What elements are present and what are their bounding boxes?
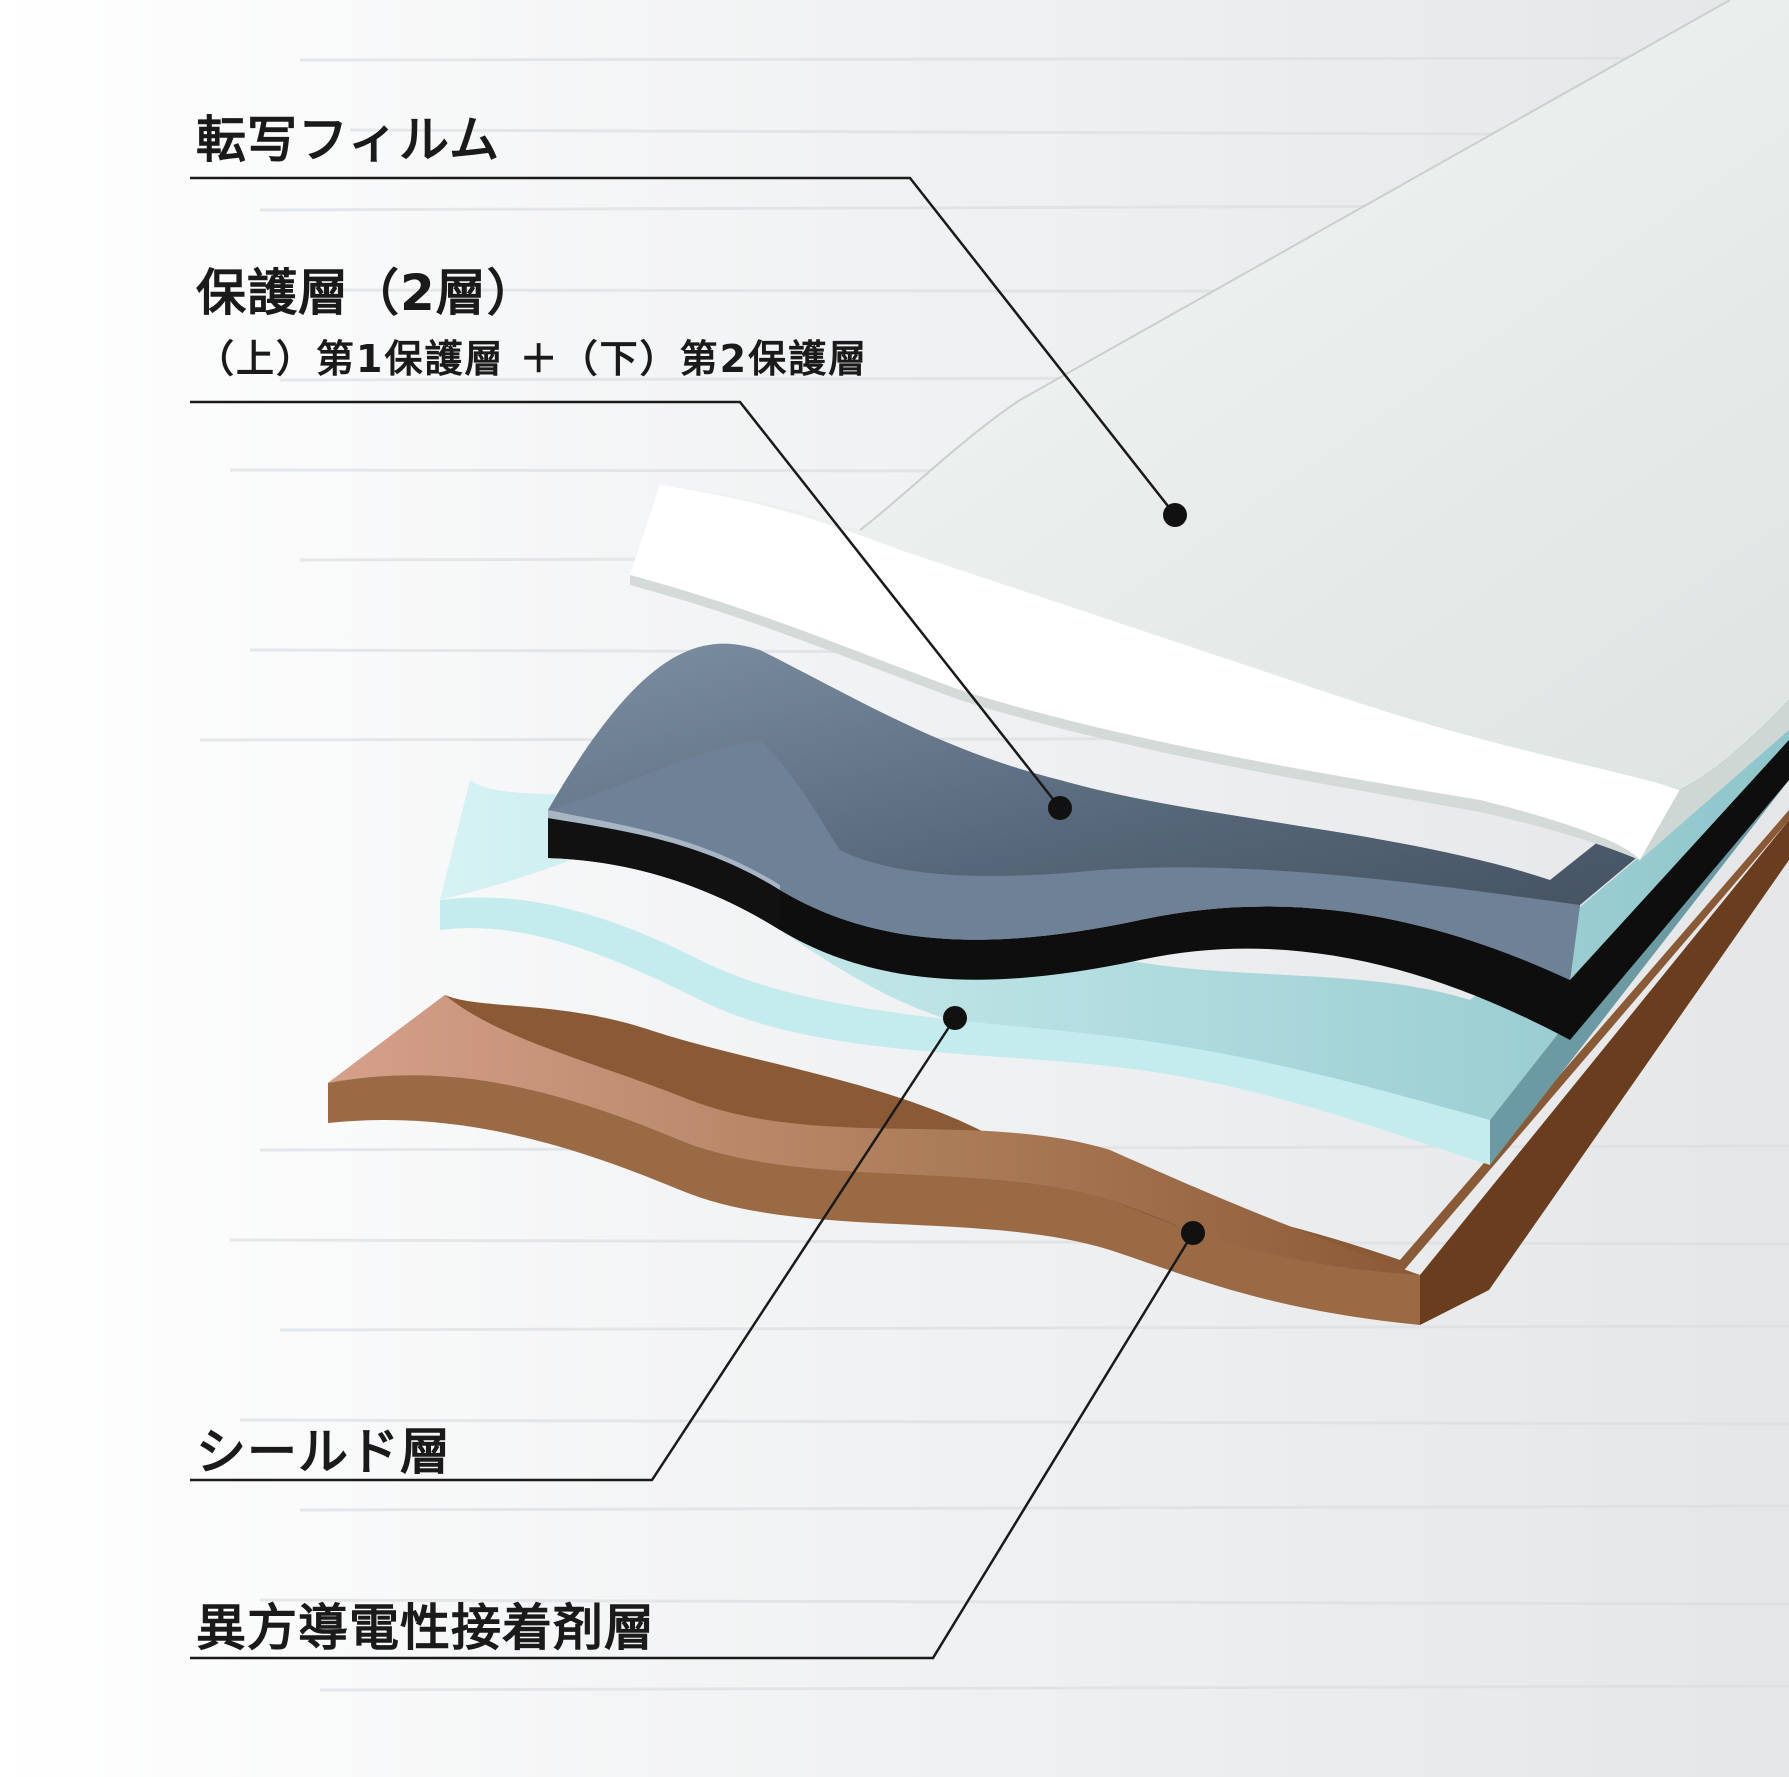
dot-adhesive-layer [1181, 1221, 1205, 1245]
leader-dots [943, 503, 1205, 1245]
label-adhesive-layer: 異方導電性接着剤層 [196, 1599, 655, 1657]
protective-layer-shape [548, 643, 1789, 1040]
leader-lines [190, 176, 1195, 1660]
transfer-film-shape [630, 0, 1789, 865]
label-shield-layer: シールド層 [196, 1423, 451, 1481]
label-protective-layer: 保護層（2層） [196, 264, 538, 322]
adhesive-layer-shape [328, 810, 1789, 1325]
leader-transfer-film [190, 176, 1176, 516]
dot-shield-layer [943, 1006, 967, 1030]
leader-adhesive-layer [190, 1232, 1195, 1660]
label-protective-layer-detail: （上）第1保護層 ＋（下）第2保護層 [196, 337, 869, 381]
dot-transfer-film [1163, 503, 1187, 527]
leader-protective-layer [190, 400, 1061, 809]
leader-shield-layer [190, 1017, 957, 1482]
label-transfer-film: 転写フィルム [196, 111, 500, 169]
dot-protective-layer [1048, 796, 1072, 820]
